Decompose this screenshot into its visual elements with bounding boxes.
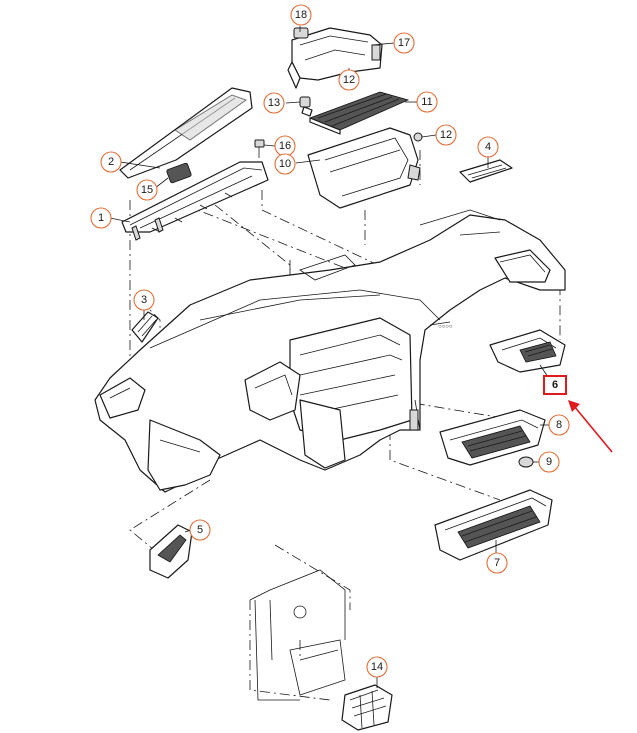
callout-ring (538, 451, 560, 473)
callout-label: 14 (371, 661, 383, 673)
callout-label: 8 (556, 419, 562, 431)
side-vent-4 (459, 159, 513, 183)
callout-ring (263, 92, 285, 114)
highlight-arrow (573, 405, 613, 453)
callout-label: 1 (98, 212, 104, 224)
callout-ring (477, 136, 499, 158)
callout-7: 7 (486, 552, 508, 574)
center-vent-7 (434, 489, 553, 561)
upper-bracket-part (287, 27, 383, 89)
callout-label: 16 (279, 140, 291, 152)
highlighted-callout-6: 6 (543, 375, 613, 453)
left-vent-3 (131, 311, 159, 343)
callout-label: 17 (398, 37, 410, 49)
callout-label: 11 (421, 96, 432, 108)
callout-5: 5 (189, 519, 211, 541)
callout-18: 18 (290, 4, 312, 26)
dashboard-main: ○○○○ (94, 209, 566, 493)
callout-12b: 12 (435, 124, 457, 146)
svg-text:○○○○: ○○○○ (438, 324, 453, 330)
fastener-12b (413, 132, 423, 142)
knob-9 (518, 456, 534, 468)
callout-ring (486, 552, 508, 574)
callout-ring (366, 656, 388, 678)
callout-13: 13 (263, 92, 285, 114)
callout-16: 16 (274, 135, 296, 157)
callout-17: 17 (393, 32, 415, 54)
leader-lines (109, 26, 551, 688)
lower-inset (249, 569, 346, 701)
screw-16 (254, 139, 265, 158)
cover-part-2 (119, 87, 253, 179)
callout-8: 8 (548, 414, 570, 436)
callout-ring (416, 91, 438, 113)
left-lower-vent-5 (149, 524, 193, 579)
highlight-box (543, 375, 567, 395)
callout-label: 12 (343, 74, 355, 86)
callout-2: 2 (100, 151, 122, 173)
callout-11: 11 (416, 91, 438, 113)
highlight-arrowhead (568, 400, 580, 412)
callout-12a: 12 (338, 69, 360, 91)
callout-ring (189, 519, 211, 541)
callout-ring (100, 151, 122, 173)
callout-ring (393, 32, 415, 54)
callout-10: 10 (274, 153, 296, 175)
callout-label: 4 (485, 141, 491, 153)
callout-14: 14 (366, 656, 388, 678)
callout-label: 10 (279, 158, 291, 170)
mesh-filter-part (308, 91, 410, 135)
right-vent-6 (489, 329, 566, 373)
callout-label: 3 (141, 294, 147, 306)
callout-4: 4 (477, 136, 499, 158)
trim-strip-part-1 (121, 161, 269, 241)
callout-3: 3 (133, 289, 155, 311)
callout-label: 2 (108, 156, 114, 168)
callout-9: 9 (538, 451, 560, 473)
callout-label: 7 (494, 557, 500, 569)
fastener-13 (299, 96, 313, 117)
highlight-label: 6 (552, 379, 558, 391)
switch-15 (166, 162, 192, 184)
callout-ring (136, 179, 158, 201)
callout-ring (548, 414, 570, 436)
duct-part (307, 127, 421, 209)
callout-label: 18 (295, 9, 307, 21)
callout-ring (133, 289, 155, 311)
callout-label: 12 (440, 129, 452, 141)
callout-label: 13 (268, 97, 280, 109)
callout-label: 15 (141, 184, 153, 196)
callout-label: 5 (197, 524, 203, 536)
cube-vent-14 (341, 684, 393, 731)
callout-ring (338, 69, 360, 91)
callout-ring (435, 124, 457, 146)
callouts: 18 17 12 13 11 12 16 10 (90, 4, 570, 678)
callout-15: 15 (136, 179, 158, 201)
callout-ring (290, 4, 312, 26)
callout-ring (274, 153, 296, 175)
callout-label: 9 (546, 456, 552, 468)
callout-1: 1 (90, 207, 112, 229)
callout-ring (90, 207, 112, 229)
center-vent-8 (439, 409, 546, 466)
